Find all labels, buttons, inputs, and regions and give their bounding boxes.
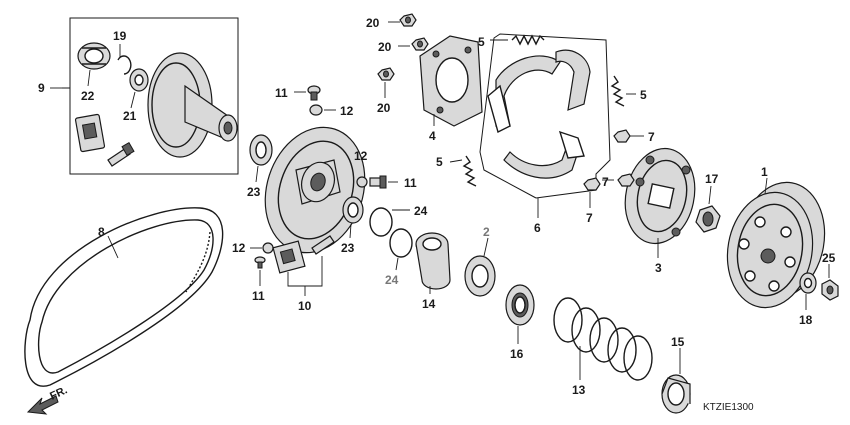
- seal-collar-part: [505, 284, 535, 326]
- callout-2: 2: [483, 225, 490, 239]
- callout-11: 11: [252, 289, 265, 303]
- callout-12: 12: [354, 149, 368, 163]
- clutch-outer-part: [726, 181, 826, 309]
- callout-16: 16: [510, 347, 524, 361]
- callout-20: 20: [378, 40, 392, 54]
- cap-part: [309, 104, 323, 116]
- nut-part: [617, 173, 635, 187]
- callout-8: 8: [98, 225, 105, 239]
- cap-part: [356, 176, 368, 188]
- callout-11: 11: [275, 86, 288, 100]
- callout-24: 24: [385, 273, 399, 287]
- screw-part: [254, 256, 266, 269]
- callout-22: 22: [81, 89, 95, 103]
- callout-14: 14: [422, 297, 436, 311]
- callout-25: 25: [822, 251, 836, 265]
- callout-24: 24: [414, 204, 428, 218]
- oil-seal-part: [249, 134, 273, 166]
- callout-3: 3: [655, 261, 662, 275]
- nut-part: [583, 177, 601, 191]
- circlip-part: [117, 55, 132, 75]
- callout-5: 5: [478, 35, 485, 49]
- callout-15: 15: [671, 335, 685, 349]
- callout-18: 18: [799, 313, 813, 327]
- nut-part: [613, 129, 631, 143]
- clutch-shoe-part: [555, 49, 591, 111]
- needle-bearing-part: [77, 42, 111, 70]
- drive-face-part: [147, 52, 238, 158]
- spring-part: [511, 34, 545, 46]
- nut-part: [399, 13, 417, 27]
- callout-11: 11: [404, 176, 417, 190]
- oil-seal-part: [342, 196, 364, 224]
- callout-21: 21: [123, 109, 137, 123]
- drive-plate-part: [624, 147, 696, 245]
- callout-1: 1: [761, 165, 768, 179]
- spring-part: [462, 155, 477, 187]
- callout-7: 7: [586, 211, 593, 225]
- cap-part: [262, 242, 274, 254]
- nut-part: [411, 37, 429, 51]
- bolt-part: [107, 141, 135, 167]
- callout-7: 7: [648, 130, 655, 144]
- spec-plate-part: [74, 113, 106, 153]
- clutch-shoe-part: [503, 130, 585, 179]
- group-box-9: [62, 17, 239, 175]
- bolt-part: [311, 235, 335, 255]
- nut-part: [821, 279, 839, 301]
- driven-spring-part: [553, 297, 653, 381]
- spec-plate-part: [272, 240, 306, 274]
- callout-5: 5: [436, 155, 443, 169]
- ball-bearing-part: [129, 68, 149, 92]
- callout-6: 6: [534, 221, 541, 235]
- spring-part: [610, 75, 625, 107]
- nut-part: [377, 67, 395, 81]
- callout-10: 10: [298, 299, 312, 313]
- callout-23: 23: [341, 241, 355, 255]
- o-ring-part: [389, 228, 413, 258]
- front-direction-arrow: [26, 395, 59, 415]
- o-ring-part: [369, 207, 393, 237]
- washer-part: [799, 272, 817, 294]
- front-arrow-label: FR.: [48, 384, 69, 402]
- callout-13: 13: [572, 383, 586, 397]
- clutch-plate-part: [419, 35, 483, 127]
- callout-23: 23: [247, 185, 261, 199]
- collar-part: [415, 232, 451, 290]
- spring-seat-part: [661, 374, 691, 414]
- callout-17: 17: [705, 172, 719, 186]
- callout-20: 20: [366, 16, 380, 30]
- callout-4: 4: [429, 129, 436, 143]
- callout-20: 20: [377, 101, 391, 115]
- diagram-code: KTZIE1300: [703, 402, 754, 413]
- callout-5: 5: [640, 88, 647, 102]
- drive-belt-part: [24, 207, 224, 387]
- callout-7: 7: [602, 175, 609, 189]
- clutch-shoe-part: [487, 55, 561, 134]
- washer-part: [464, 255, 496, 297]
- screw-part: [307, 85, 321, 101]
- screw-part: [369, 175, 387, 189]
- callout-12: 12: [340, 104, 354, 118]
- callout-19: 19: [113, 29, 127, 43]
- callout-12: 12: [232, 241, 246, 255]
- lock-nut-part: [695, 205, 721, 233]
- callout-9: 9: [38, 81, 45, 95]
